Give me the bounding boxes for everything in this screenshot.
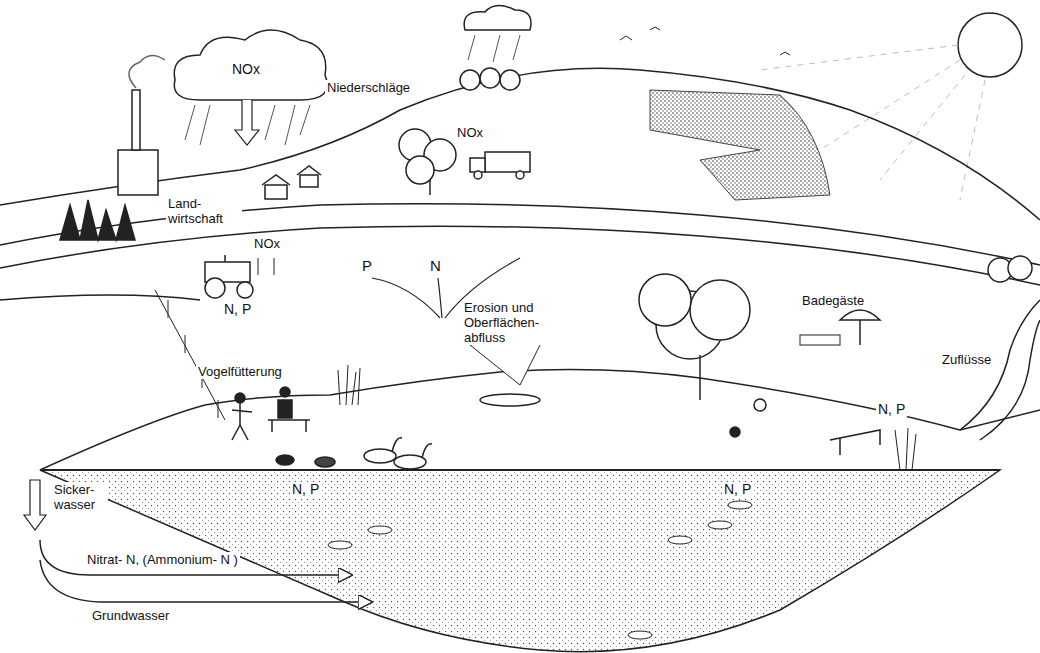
annotation-label: Zuflüsse <box>940 352 993 367</box>
annotation-label: Nitrat- N, (Ammonium- N ) <box>85 552 240 567</box>
annotation-label: NOx <box>455 125 485 140</box>
annotation-label: N, P <box>222 302 253 317</box>
annotation-label: N, P <box>290 482 321 497</box>
annotation-label: Erosion und Oberflächen-abfluss <box>462 300 558 345</box>
annotation-label: NOx <box>230 62 262 77</box>
annotation-label: Niederschläge <box>325 80 412 95</box>
annotation-label: Badegäste <box>800 293 866 308</box>
annotation-label: N, P <box>876 402 907 417</box>
annotation-label: Land-wirtschaft <box>166 196 242 226</box>
annotation-label: NOx <box>252 236 282 251</box>
annotation-label: P <box>360 258 374 273</box>
annotation-label: N <box>428 258 443 273</box>
annotation-label: Grundwasser <box>90 608 171 623</box>
annotation-label: N, P <box>722 482 753 497</box>
annotation-label: Vogelfütterung <box>196 364 284 379</box>
annotation-label: Sicker-wasser <box>52 482 108 512</box>
